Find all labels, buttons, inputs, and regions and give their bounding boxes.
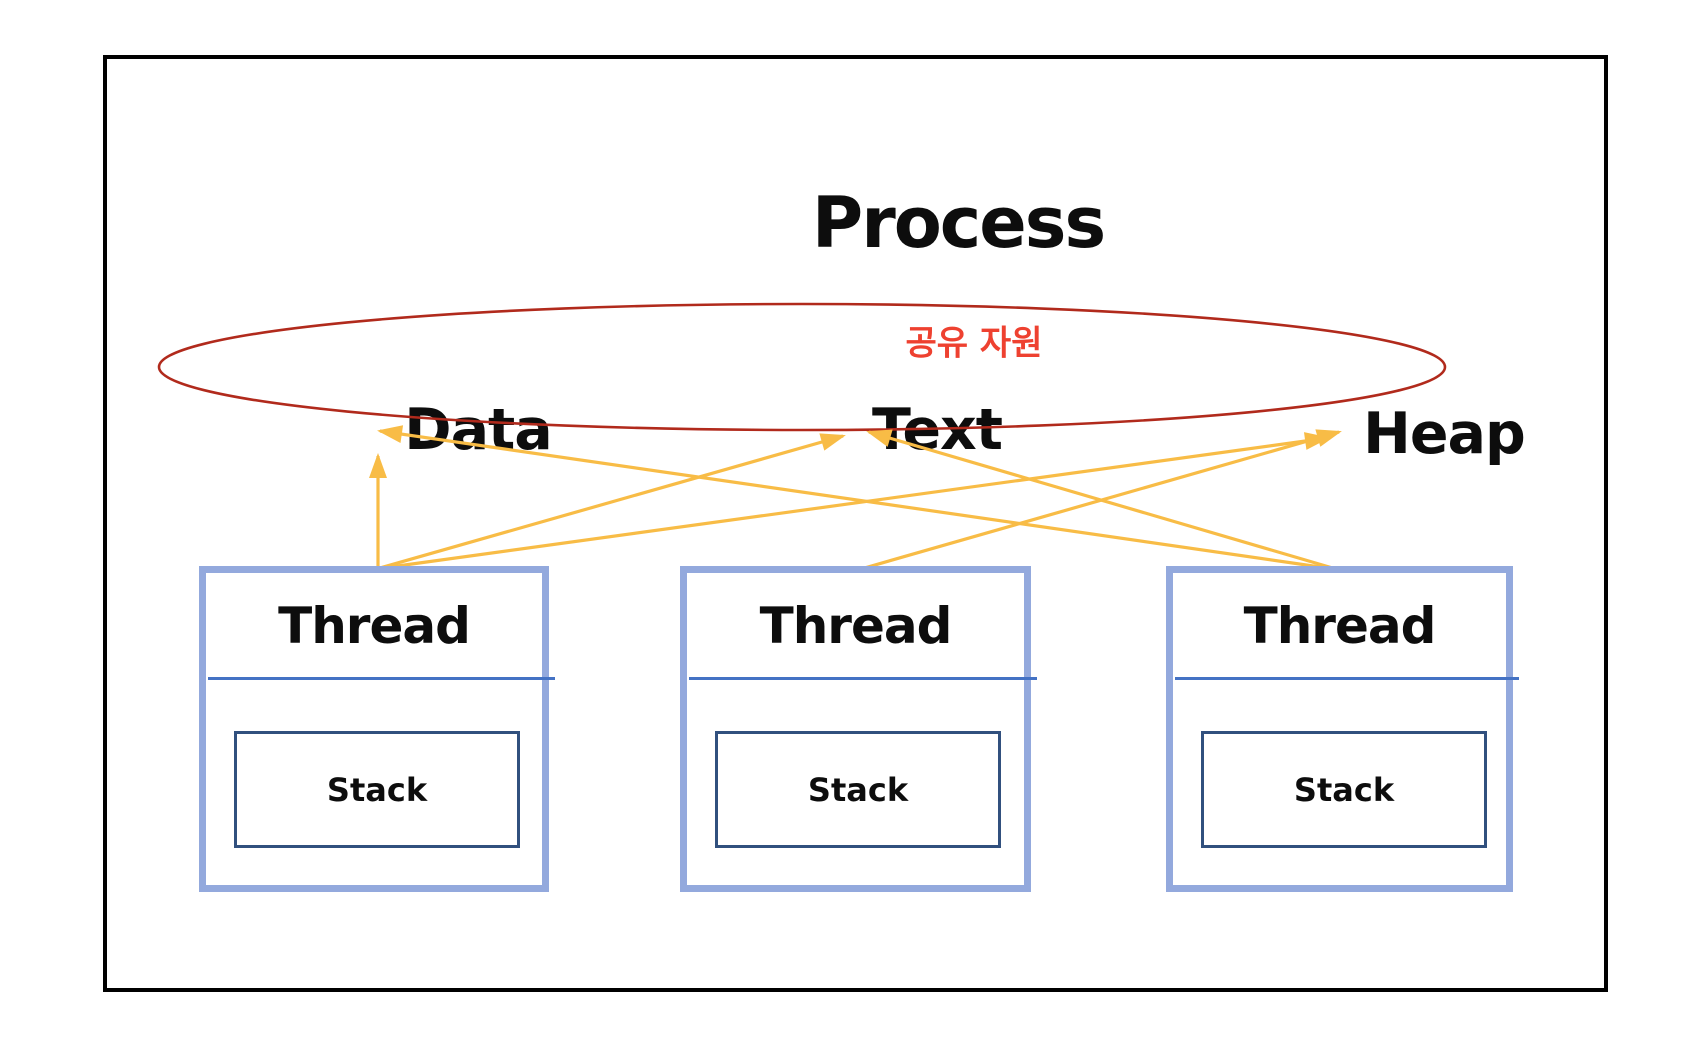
shared-resources-label: 공유 자원 xyxy=(905,323,1043,364)
thread-label: Thread xyxy=(1243,597,1437,655)
resource-label-heap: Heap xyxy=(1363,401,1526,467)
stack-box-2: Stack xyxy=(715,731,1001,848)
process-title: Process xyxy=(811,182,1106,264)
thread-divider xyxy=(689,677,1037,680)
resource-label-text: Text xyxy=(872,397,1003,463)
thread-divider xyxy=(1175,677,1519,680)
stack-label: Stack xyxy=(807,770,909,809)
stack-box-1: Stack xyxy=(234,731,520,848)
thread-box-2: Thread Stack xyxy=(680,566,1037,892)
thread-box-3: Thread Stack xyxy=(1166,566,1519,892)
stack-label: Stack xyxy=(326,770,428,809)
thread-header: Thread xyxy=(1173,573,1506,679)
thread-header: Thread xyxy=(206,573,542,679)
thread-label: Thread xyxy=(759,597,953,655)
thread-divider xyxy=(208,677,555,680)
resource-label-data: Data xyxy=(404,397,552,463)
stack-label: Stack xyxy=(1293,770,1395,809)
stack-box-3: Stack xyxy=(1201,731,1487,848)
thread-box-1: Thread Stack xyxy=(199,566,555,892)
thread-header: Thread xyxy=(687,573,1024,679)
thread-label: Thread xyxy=(278,597,471,655)
